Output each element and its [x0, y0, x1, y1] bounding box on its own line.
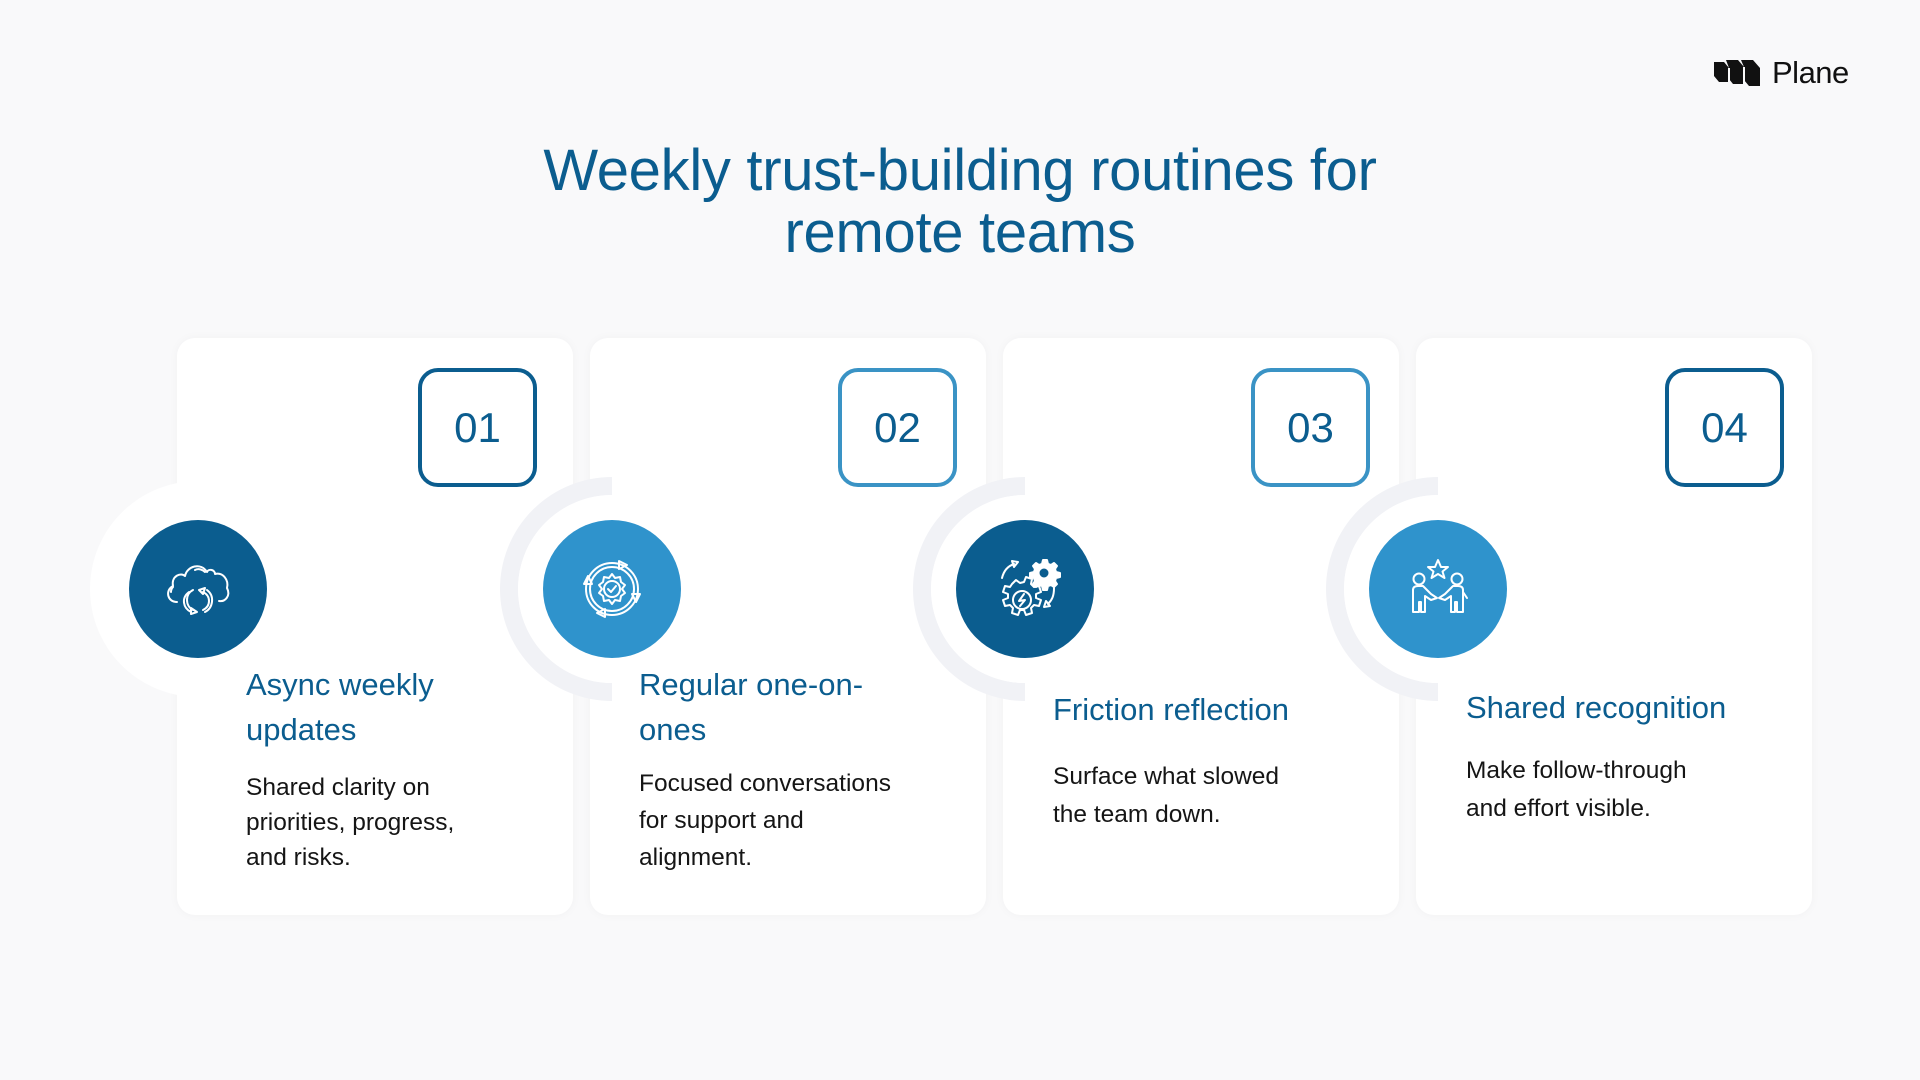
step-heading-1: Async weekly updates [246, 662, 576, 752]
step-number-label: 03 [1287, 403, 1334, 451]
step-number-1: 01 [418, 368, 537, 487]
step-heading-line: updates [246, 712, 357, 747]
title-line-2: remote teams [784, 200, 1136, 265]
step-number-label: 04 [1701, 403, 1748, 451]
step-description-line: the team down. [1053, 801, 1221, 828]
step-heading-line: Async weekly [246, 667, 434, 702]
step-heading-4: Shared recognition [1466, 685, 1796, 730]
step-heading-line: Friction reflection [1053, 692, 1290, 727]
step-description-2: Focused conversations for support and al… [639, 765, 939, 876]
step-description-line: alignment. [639, 844, 753, 871]
brand-name: Plane [1772, 55, 1849, 90]
step-description-1: Shared clarity on priorities, progress, … [246, 770, 546, 875]
plane-logo-icon [1714, 60, 1760, 86]
step-heading-line: Regular one-on- [639, 667, 864, 702]
step-number-label: 01 [454, 403, 501, 451]
step-number-label: 02 [874, 403, 921, 451]
title-line-1: Weekly trust-building routines for [543, 138, 1377, 203]
step-description-3: Surface what slowed the team down. [1053, 758, 1353, 834]
step-number-2: 02 [838, 368, 957, 487]
step-description-line: for support and [639, 807, 804, 834]
step-description-line: Shared clarity on [246, 774, 430, 801]
step-description-line: Surface what slowed [1053, 763, 1280, 790]
step-heading-line: ones [639, 712, 707, 747]
step-description-line: Focused conversations [639, 770, 891, 797]
page-title: Weekly trust-building routines for remot… [0, 140, 1920, 264]
step-icon-circle-3 [956, 520, 1094, 658]
step-description-line: and risks. [246, 844, 351, 871]
step-description-4: Make follow-through and effort visible. [1466, 752, 1766, 828]
step-heading-2: Regular one-on- ones [639, 662, 969, 752]
step-description-line: and effort visible. [1466, 795, 1651, 822]
step-icon-circle-1 [129, 520, 267, 658]
handshake-star-icon [1412, 559, 1468, 613]
step-description-line: priorities, progress, [246, 809, 455, 836]
step-number-4: 04 [1665, 368, 1784, 487]
gear-cycle-check-icon [583, 560, 641, 618]
step-icon-circle-4 [1369, 520, 1507, 658]
step-description-line: Make follow-through [1466, 757, 1687, 784]
step-icon-circle-2 [543, 520, 681, 658]
brand-logo: Plane [1714, 54, 1849, 92]
step-heading-line: Shared recognition [1466, 690, 1727, 725]
step-heading-3: Friction reflection [1053, 687, 1383, 732]
step-number-3: 03 [1251, 368, 1370, 487]
gears-lightning-icon [1001, 559, 1061, 616]
cloud-sync-icon [167, 565, 230, 615]
